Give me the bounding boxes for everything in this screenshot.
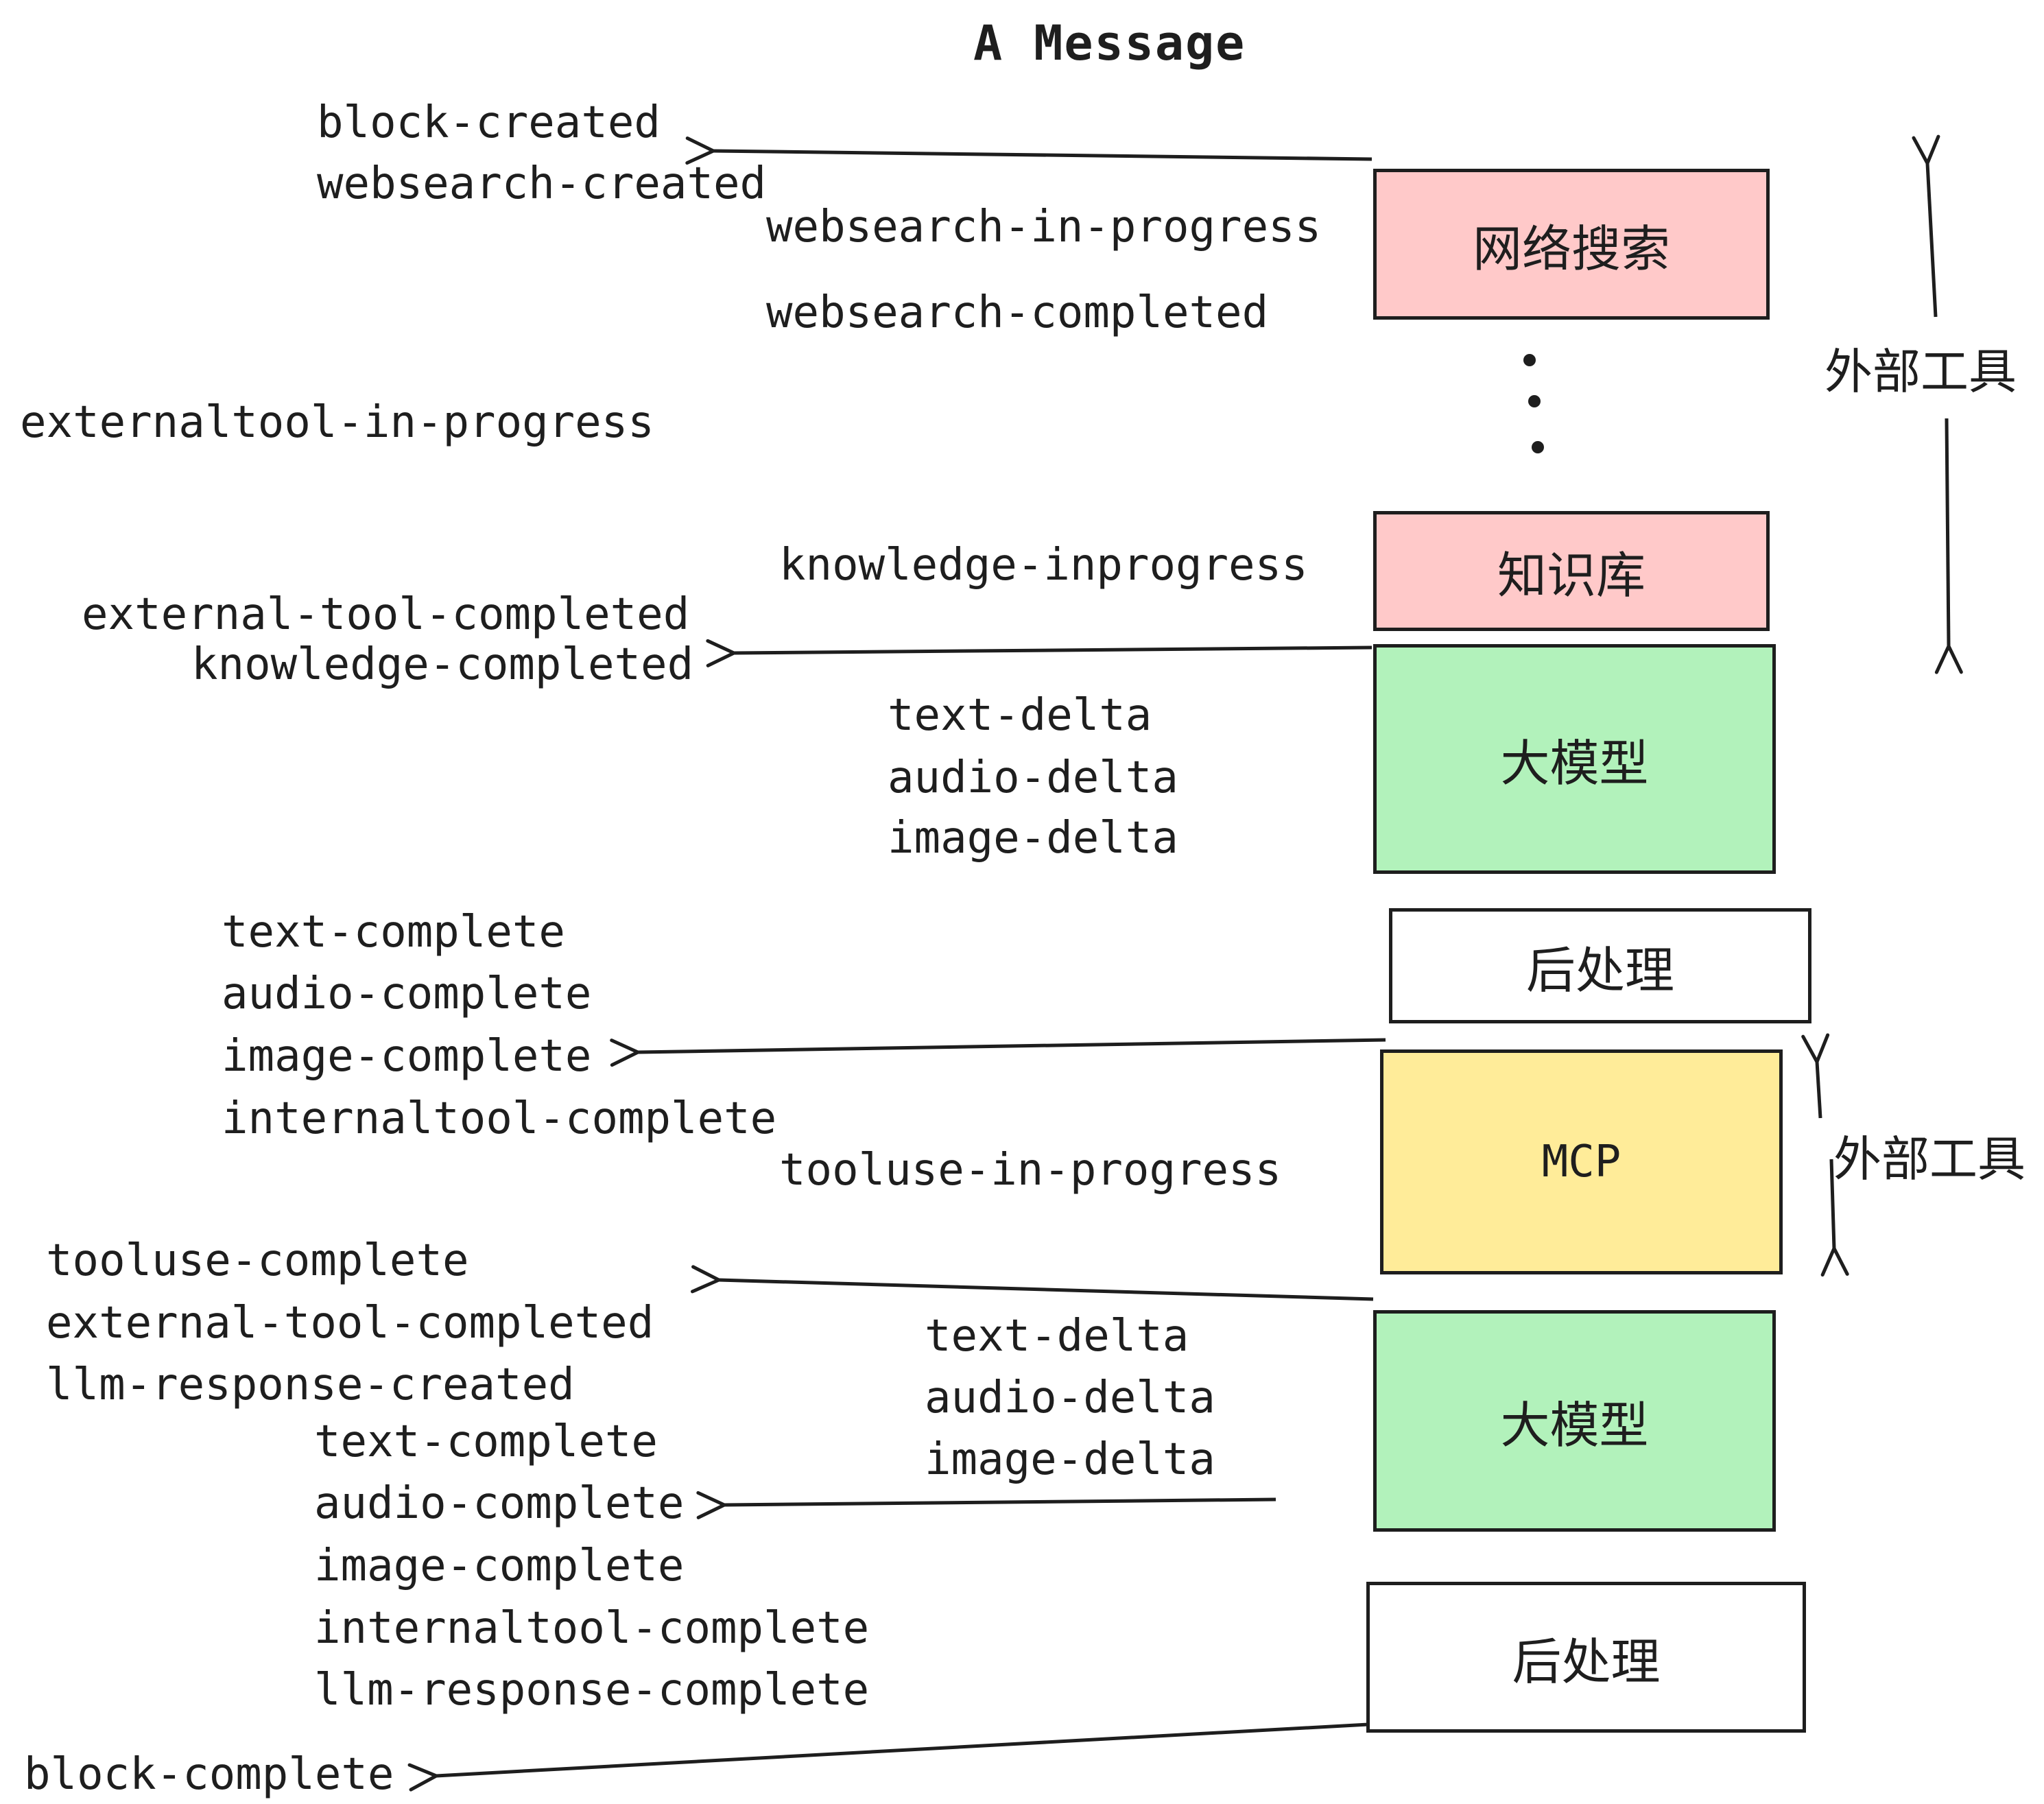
external-tools-mid-label: 外部工具: [1833, 1131, 2025, 1187]
event-websearch-completed: websearch-completed: [766, 287, 1269, 338]
node-post-process-top-label: 后处理: [1525, 941, 1674, 999]
event-llm-response-complete: llm-response-complete: [314, 1665, 870, 1716]
event-image-complete-2: image-complete: [314, 1541, 685, 1591]
node-llm-bottom: 大模型: [1373, 1310, 1776, 1532]
event-block-created: block-created: [317, 97, 661, 148]
event-audio-complete-2: audio-complete: [314, 1478, 685, 1529]
event-internaltool-complete-2: internaltool-complete: [314, 1603, 870, 1654]
arrow-to-tooluse-complete: [690, 1265, 1374, 1301]
node-post-process-bottom-label: 后处理: [1512, 1633, 1661, 1691]
node-post-process-top: 后处理: [1389, 908, 1811, 1023]
node-web-search-label: 网络搜索: [1472, 219, 1670, 278]
external-tools-top-up-arrow: [1912, 134, 1940, 318]
node-knowledge-base: 知识库: [1373, 511, 1770, 631]
arrow-to-image-complete: [610, 1038, 1386, 1067]
node-llm-top: 大模型: [1373, 644, 1776, 874]
event-knowledge-completed: knowledge-completed: [191, 639, 694, 690]
event-tooluse-in-progress: tooluse-in-progress: [779, 1145, 1282, 1196]
event-image-delta-2: image-delta: [925, 1434, 1215, 1485]
event-websearch-in-progress: websearch-in-progress: [766, 202, 1322, 252]
event-text-delta-2: text-delta: [925, 1311, 1189, 1362]
arrow-to-websearch-created: [685, 137, 1372, 165]
event-text-delta: text-delta: [888, 690, 1152, 741]
arrow-to-knowledge-completed: [706, 639, 1372, 667]
event-llm-response-created: llm-response-created: [46, 1360, 575, 1410]
event-text-complete-2: text-complete: [314, 1416, 658, 1467]
node-mcp: MCP: [1380, 1049, 1783, 1274]
event-audio-delta: audio-delta: [888, 752, 1178, 803]
node-web-search: 网络搜索: [1373, 169, 1770, 320]
event-text-complete: text-complete: [222, 907, 565, 958]
external-tools-top-label: 外部工具: [1825, 344, 2017, 400]
event-tooluse-complete: tooluse-complete: [46, 1235, 469, 1286]
event-block-complete: block-complete: [24, 1749, 394, 1800]
node-post-process-bottom: 后处理: [1366, 1582, 1806, 1733]
event-external-tool-completed: external-tool-completed: [82, 589, 690, 640]
event-knowledge-inprogress: knowledge-inprogress: [779, 540, 1308, 591]
event-externaltool-in-progress: externaltool-in-progress: [20, 397, 654, 448]
arrow-to-audio-complete: [696, 1491, 1276, 1519]
node-llm-bottom-label: 大模型: [1500, 1397, 1649, 1454]
node-knowledge-base-label: 知识库: [1497, 547, 1645, 604]
event-websearch-created: websearch-created: [317, 158, 767, 209]
event-external-tool-completed-2: external-tool-completed: [46, 1298, 654, 1349]
event-audio-complete: audio-complete: [222, 969, 592, 1019]
event-audio-delta-2: audio-delta: [925, 1373, 1215, 1423]
external-tools-top-down-arrow: [1934, 418, 1963, 674]
node-mcp-label: MCP: [1541, 1137, 1621, 1187]
ellipsis-dot: [1523, 354, 1536, 366]
event-image-complete: image-complete: [222, 1031, 592, 1082]
ellipsis-dot: [1532, 441, 1544, 453]
ellipsis-dot: [1528, 395, 1541, 407]
node-llm-top-label: 大模型: [1500, 735, 1649, 792]
event-internaltool-complete: internaltool-complete: [222, 1093, 777, 1144]
diagram-title: A Message: [973, 15, 1246, 71]
external-tools-mid-up-arrow: [1801, 1033, 1830, 1119]
arrow-to-block-complete: [407, 1722, 1369, 1792]
event-image-delta: image-delta: [888, 813, 1178, 864]
